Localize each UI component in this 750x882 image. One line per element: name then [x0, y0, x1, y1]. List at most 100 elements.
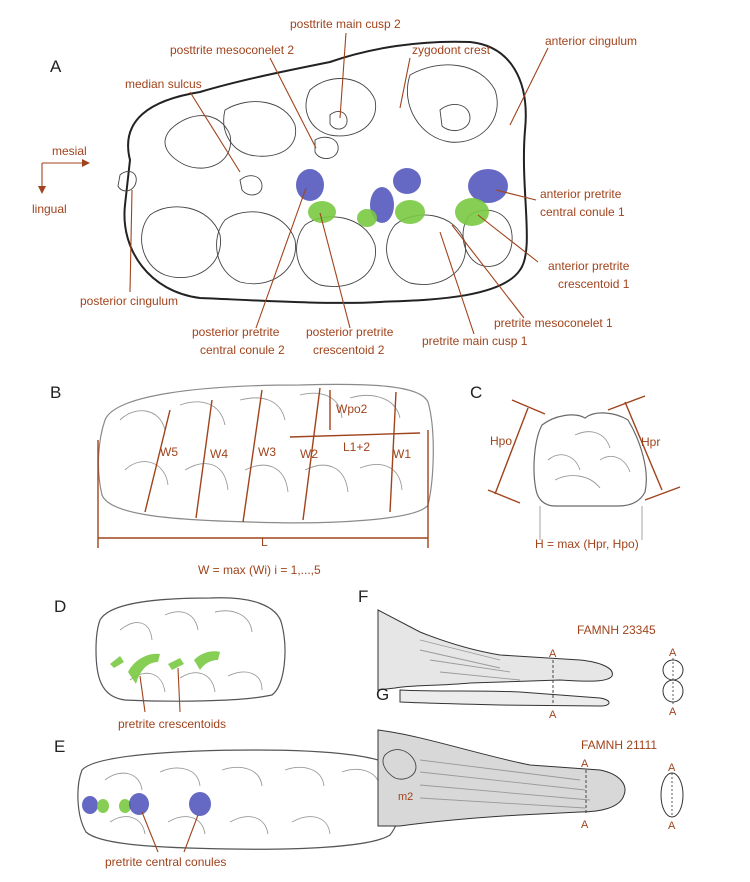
tusk-lower: [399, 689, 610, 707]
panel-a-leader-lines: [129, 32, 549, 335]
label-w1: W1: [393, 447, 411, 461]
panel-e: E pretrite central conules: [54, 737, 402, 869]
label-posterior-pretrite-central-conule-2-l1: posterior pretrite: [192, 325, 280, 339]
arrow-w5: [144, 409, 171, 513]
label-zygodont-crest: zygodont crest: [412, 43, 491, 57]
crescentoid-shape: [119, 799, 131, 813]
cusp-drawing: [305, 78, 377, 137]
label-l12: L1+2: [343, 440, 370, 454]
cusp-drawing: [329, 111, 348, 130]
label-length: L: [261, 535, 268, 549]
label-wpo2: Wpo2: [336, 402, 368, 416]
leader-posttrite-main-cusp-2: [339, 32, 347, 119]
tick-hpr-top: [607, 395, 646, 411]
leader-anterior-pretrite-central-conule-1: [495, 189, 537, 201]
tusk-upper: [377, 609, 613, 691]
label-tooth-m2: m2: [398, 791, 413, 803]
posterior-pretrite-central-conule-2: [296, 169, 324, 201]
lingual-label: lingual: [32, 202, 67, 216]
label-posterior-pretrite-crescentoid-2-l2: crescentoid 2: [313, 343, 385, 357]
label-cross-section-f-bottom: A: [669, 706, 677, 718]
label-pretrite-mesoconelet-1: pretrite mesoconelet 1: [494, 316, 613, 330]
cusp-sketch: [547, 431, 631, 489]
pretrite-mesoconelet-conule: [393, 168, 421, 194]
mesial-label: mesial: [52, 144, 87, 158]
panel-letter-d: D: [54, 597, 66, 616]
cusp-drawing: [141, 206, 221, 279]
tick-hpr-bottom: [644, 486, 681, 501]
label-specimen-f: FAMNH 23345: [577, 623, 656, 637]
label-hpo: Hpo: [490, 434, 512, 448]
label-cross-section-g-top: A: [668, 762, 676, 774]
panel-letter-g: G: [376, 685, 389, 704]
molar-e-outline: [77, 749, 402, 850]
label-section-g-bottom: A: [581, 819, 589, 831]
label-anterior-pretrite-central-conule-1-l2: central conule 1: [540, 205, 625, 219]
label-section-g-top: A: [581, 758, 589, 770]
leader-pretrite-crescentoid: [139, 675, 146, 713]
central-conule-shape: [82, 796, 98, 814]
lingual-arrowhead: [38, 186, 46, 194]
label-pretrite-main-cusp-1: pretrite main cusp 1: [422, 334, 528, 348]
arrow-w1: [389, 391, 397, 513]
label-section-f-bottom: A: [549, 709, 557, 721]
tick-hpo-top: [511, 399, 546, 415]
panel-d: D pretrite crescentoids: [54, 597, 286, 731]
leader-pretrite-mesoconelet-1: [451, 224, 525, 319]
panel-c: C Hpo Hpr H = max (Hpr, Hpo): [470, 383, 681, 551]
crescentoid-anterior: [395, 200, 425, 224]
cusp-sketch: [124, 461, 403, 493]
panel-letter-f: F: [358, 587, 368, 606]
arrow-hpo: [494, 407, 529, 495]
cusp-drawing: [296, 216, 376, 287]
leader-posterior-pretrite-crescentoid-2: [319, 212, 351, 329]
crescentoid-shape: [97, 799, 109, 813]
crescentoid-shape: [168, 658, 184, 670]
cusp-sketch: [119, 392, 401, 431]
cusp-sketch: [109, 816, 331, 835]
label-width-formula: W = max (Wi) i = 1,...,5: [198, 563, 321, 577]
label-anterior-pretrite-crescentoid-1-l2: crescentoid 1: [558, 277, 630, 291]
leader-posttrite-mesoconelet-2: [269, 57, 317, 149]
panel-letter-a: A: [50, 57, 62, 76]
label-cross-section-g-bottom: A: [668, 820, 676, 832]
leader-pretrite-main-cusp-1: [439, 231, 475, 335]
label-posttrite-mesoconelet-2: posttrite mesoconelet 2: [170, 43, 294, 57]
cusp-drawing: [406, 64, 498, 143]
leader-posterior-cingulum: [129, 189, 133, 293]
panel-g: G FAMNH 21111 A A m2 A A: [376, 685, 684, 832]
label-height-formula: H = max (Hpr, Hpo): [535, 537, 639, 551]
label-anterior-cingulum: anterior cingulum: [545, 34, 637, 48]
leader-median-sulcus: [189, 91, 241, 173]
label-median-sulcus: median sulcus: [125, 77, 202, 91]
label-w3: W3: [258, 445, 276, 459]
cusp-drawing: [164, 115, 232, 169]
crescentoid-shape: [194, 651, 220, 670]
leader-anterior-cingulum: [509, 47, 549, 126]
label-pretrite-central-conules: pretrite central conules: [105, 855, 226, 869]
hatching: [419, 639, 521, 681]
panel-f: F FAMNH 23345 A A A A: [358, 587, 684, 721]
arrow-hpr: [624, 401, 663, 491]
molar-m2: [382, 749, 417, 780]
leader-pretrite-crescentoid: [177, 667, 181, 713]
cusp-drawing: [216, 211, 296, 285]
label-hpr: Hpr: [641, 435, 660, 449]
arrow-w4: [195, 399, 213, 519]
label-posterior-pretrite-central-conule-2-l2: central conule 2: [200, 343, 285, 357]
molar-c-profile: [533, 412, 647, 507]
leader-pretrite-central-conule: [141, 811, 159, 853]
arrow-l12: [289, 432, 421, 438]
cusp-drawing: [439, 103, 471, 132]
label-pretrite-crescentoids: pretrite crescentoids: [118, 717, 226, 731]
leader-pretrite-central-conule: [183, 814, 199, 853]
leader-anterior-pretrite-crescentoid-1: [477, 214, 539, 263]
label-anterior-pretrite-central-conule-1-l1: anterior pretrite: [540, 187, 622, 201]
anterior-pretrite-central-conule-1: [468, 169, 508, 203]
central-conule-shape: [129, 793, 149, 815]
label-cross-section-f-top: A: [669, 647, 677, 659]
label-posterior-pretrite-crescentoid-2-l1: posterior pretrite: [306, 325, 394, 339]
molar-d-outline: [95, 597, 286, 702]
leader-posterior-pretrite-central-conule-2: [255, 187, 307, 329]
